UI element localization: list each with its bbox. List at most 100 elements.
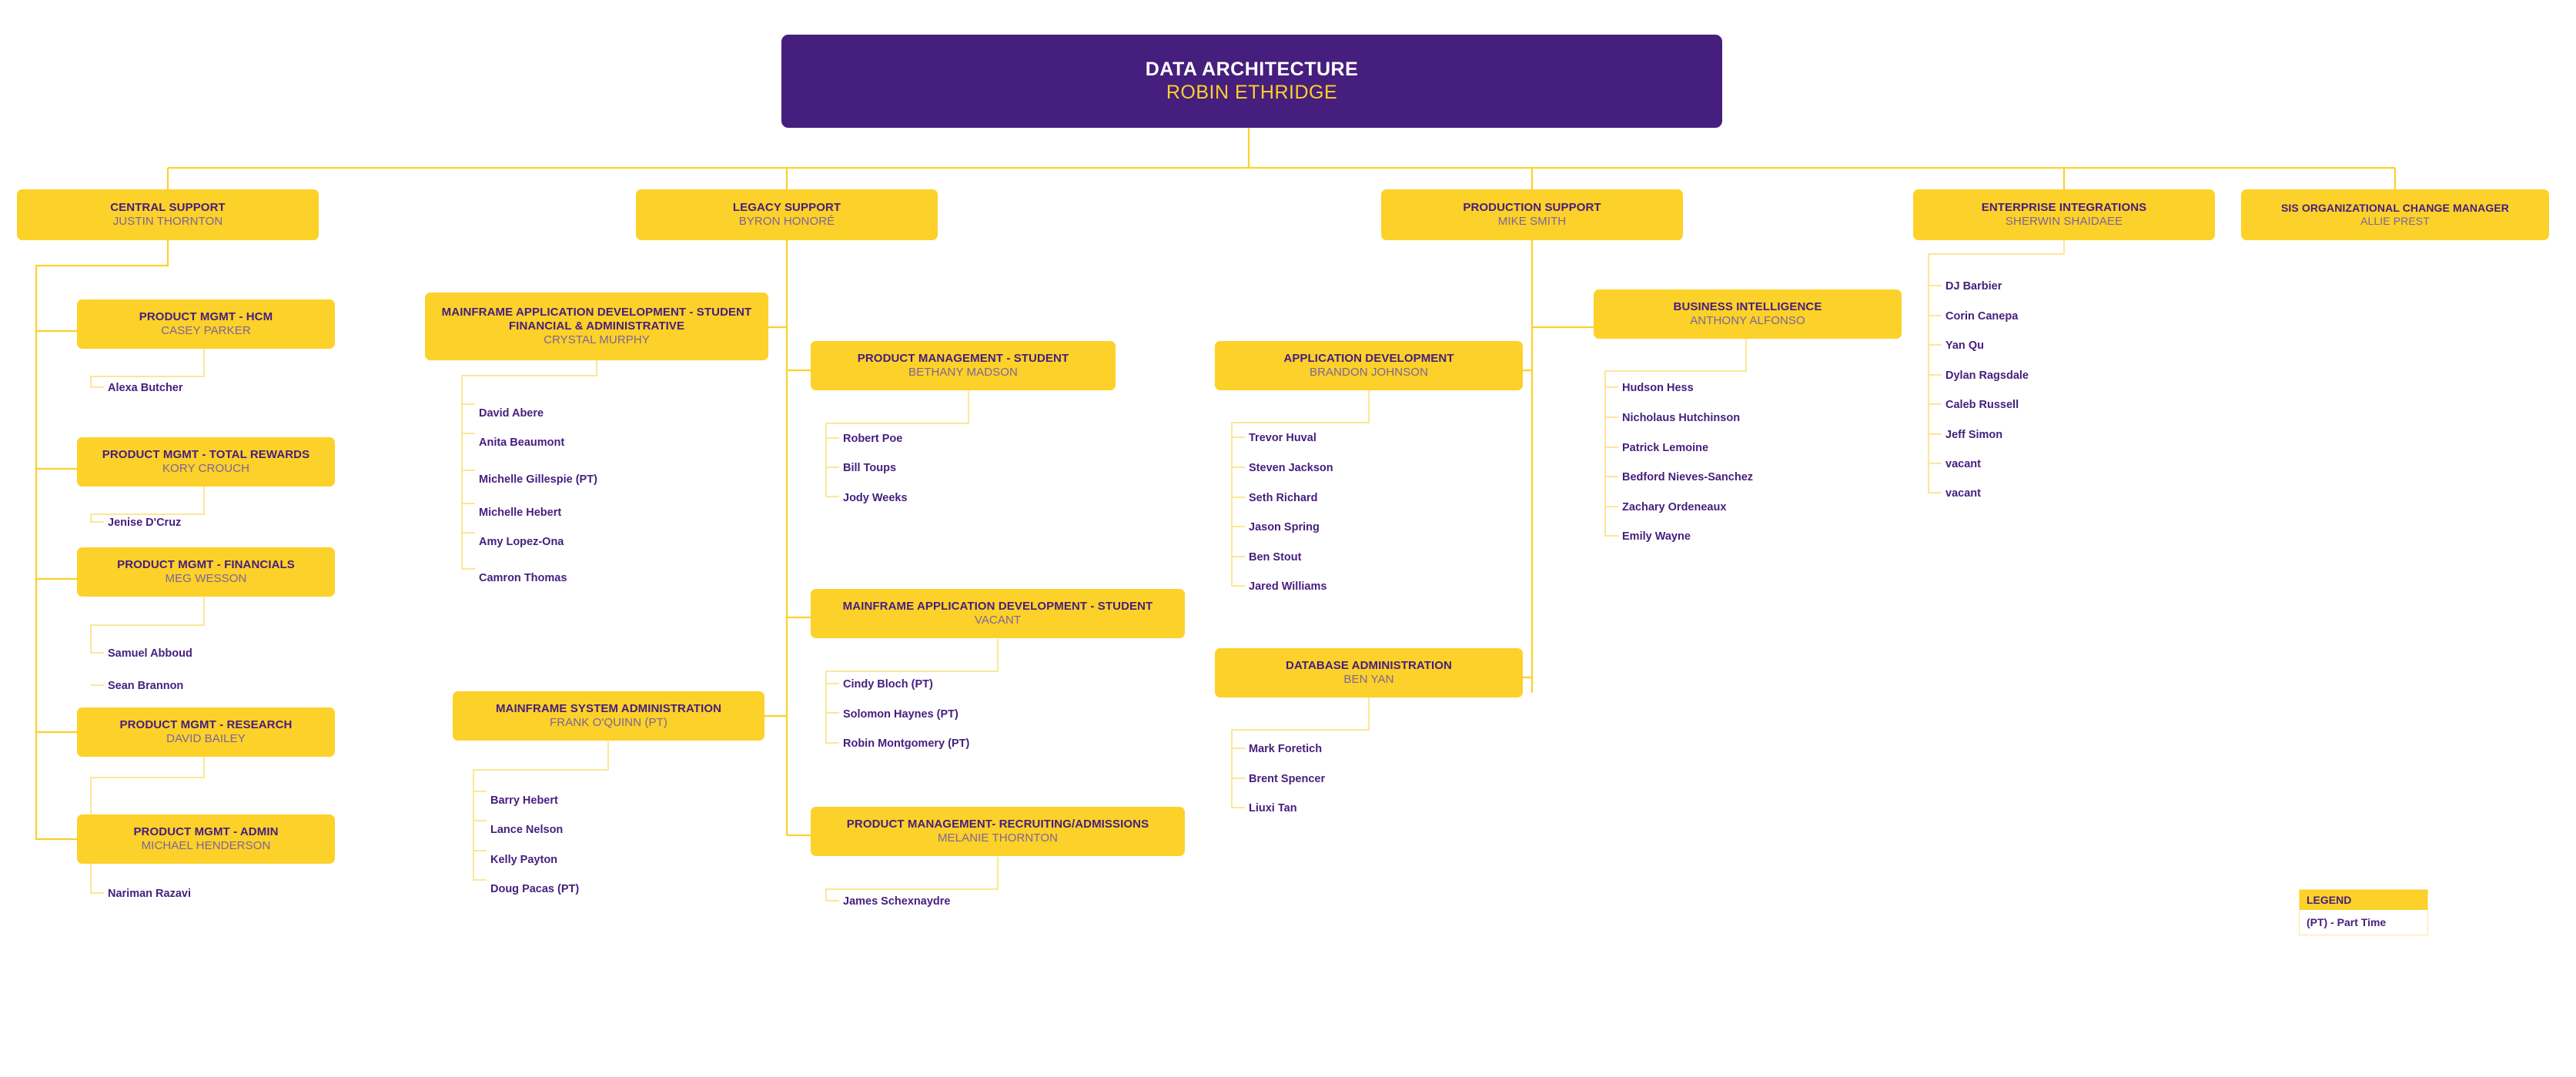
member-label: Corin Canepa xyxy=(1945,310,2019,323)
member-label: Cindy Bloch (PT) xyxy=(843,678,933,691)
node-business-intelligence[interactable]: BUSINESS INTELLIGENCE ANTHONY ALFONSO xyxy=(1594,289,1902,339)
node-enterprise-integrations[interactable]: ENTERPRISE INTEGRATIONS SHERWIN SHAIDAEE xyxy=(1913,189,2215,240)
member-label: Ben Stout xyxy=(1249,551,1302,564)
member-label: Emily Wayne xyxy=(1622,530,1691,543)
node-pm-hcm[interactable]: PRODUCT MGMT - HCM CASEY PARKER xyxy=(77,299,335,349)
node-sis-organizational-change-manager[interactable]: SIS ORGANIZATIONAL CHANGE MANAGER ALLIE … xyxy=(2241,189,2549,240)
node-leader-name: MEG WESSON xyxy=(165,572,247,585)
legend-entry-part-time: (PT) - Part Time xyxy=(2307,916,2387,928)
node-leader-name: MELANIE THORNTON xyxy=(937,831,1059,845)
member-label: Samuel Abboud xyxy=(108,647,192,660)
member-label: Bill Toups xyxy=(843,462,897,474)
member-label: Kelly Payton xyxy=(490,854,558,866)
member-label: Amy Lopez-Ona xyxy=(479,536,564,548)
member-label: Caleb Russell xyxy=(1945,399,2019,411)
member-label: Robin Montgomery (PT) xyxy=(843,738,970,750)
node-title: PRODUCT MGMT - TOTAL REWARDS xyxy=(102,447,310,461)
node-title: DATA ARCHITECTURE xyxy=(1145,59,1359,80)
node-pm-total-rewards[interactable]: PRODUCT MGMT - TOTAL REWARDS KORY CROUCH xyxy=(77,437,335,487)
node-product-management-recruiting[interactable]: PRODUCT MANAGEMENT- RECRUITING/ADMISSION… xyxy=(811,807,1185,856)
member-label: vacant xyxy=(1945,487,1981,500)
member-label: Brent Spencer xyxy=(1249,773,1326,785)
node-mainframe-app-dev-student[interactable]: MAINFRAME APPLICATION DEVELOPMENT - STUD… xyxy=(811,589,1185,638)
node-pm-admin[interactable]: PRODUCT MGMT - ADMIN MICHAEL HENDERSON xyxy=(77,814,335,864)
member-label: Bedford Nieves-Sanchez xyxy=(1622,471,1754,483)
node-leader-name: BETHANY MADSON xyxy=(908,366,1018,379)
node-central-support[interactable]: CENTRAL SUPPORT JUSTIN THORNTON xyxy=(17,189,319,240)
node-data-architecture[interactable]: DATA ARCHITECTURE ROBIN ETHRIDGE xyxy=(781,35,1722,128)
member-label: DJ Barbier xyxy=(1945,280,2002,293)
member-label: Doug Pacas (PT) xyxy=(490,883,580,895)
member-label: Solomon Haynes (PT) xyxy=(843,708,958,721)
legend: LEGEND (PT) - Part Time xyxy=(2299,889,2428,935)
node-leader-name: KORY CROUCH xyxy=(162,462,250,475)
node-database-administration[interactable]: DATABASE ADMINISTRATION BEN YAN xyxy=(1215,648,1523,697)
node-leader-name: BRANDON JOHNSON xyxy=(1309,366,1428,379)
node-title: PRODUCTION SUPPORT xyxy=(1463,200,1601,214)
node-leader-name: BYRON HONORÉ xyxy=(738,215,835,228)
node-leader-name: ANTHONY ALFONSO xyxy=(1690,314,1805,327)
node-title: PRODUCT MGMT - FINANCIALS xyxy=(117,557,295,571)
node-title: APPLICATION DEVELOPMENT xyxy=(1283,351,1454,365)
node-leader-name: FRANK O'QUINN (PT) xyxy=(550,716,667,729)
node-leader-name: SHERWIN SHAIDAEE xyxy=(2005,215,2123,228)
node-title: PRODUCT MGMT - ADMIN xyxy=(133,824,279,838)
node-title: PRODUCT MGMT - HCM xyxy=(139,309,273,323)
node-leader-name: CRYSTAL MURPHY xyxy=(544,333,650,347)
node-title: PRODUCT MANAGEMENT - STUDENT xyxy=(857,351,1069,365)
node-leader-name: DAVID BAILEY xyxy=(166,732,246,745)
node-leader-name: MIKE SMITH xyxy=(1497,215,1567,228)
node-pm-research[interactable]: PRODUCT MGMT - RESEARCH DAVID BAILEY xyxy=(77,707,335,757)
node-title: SIS ORGANIZATIONAL CHANGE MANAGER xyxy=(2280,201,2509,214)
node-title: MAINFRAME SYSTEM ADMINISTRATION xyxy=(495,701,722,715)
member-label: Robert Poe xyxy=(843,433,903,445)
node-leader-name: MICHAEL HENDERSON xyxy=(141,839,271,852)
member-label: Zachary Ordeneaux xyxy=(1622,501,1727,513)
member-label: Nicholaus Hutchinson xyxy=(1622,412,1741,424)
member-label: Yan Qu xyxy=(1945,339,1984,352)
member-label: Jared Williams xyxy=(1249,580,1327,593)
node-production-support[interactable]: PRODUCTION SUPPORT MIKE SMITH xyxy=(1381,189,1683,240)
node-title: CENTRAL SUPPORT xyxy=(110,200,226,214)
member-label: Nariman Razavi xyxy=(108,888,191,900)
member-label: Jody Weeks xyxy=(843,492,908,504)
member-label: Hudson Hess xyxy=(1622,382,1694,394)
member-label: Dylan Ragsdale xyxy=(1945,370,2029,382)
member-label: Liuxi Tan xyxy=(1249,802,1297,814)
node-leader-name: VACANT xyxy=(974,614,1022,627)
member-label: Camron Thomas xyxy=(479,572,567,584)
member-label: Patrick Lemoine xyxy=(1622,442,1709,454)
node-title: BUSINESS INTELLIGENCE xyxy=(1673,299,1822,313)
member-label: Lance Nelson xyxy=(490,824,564,836)
member-label: Trevor Huval xyxy=(1249,432,1316,444)
member-label: Jenise D'Cruz xyxy=(108,517,182,529)
member-label: Alexa Butcher xyxy=(108,382,183,394)
member-label: Anita Beaumont xyxy=(479,436,565,449)
node-title: ENTERPRISE INTEGRATIONS xyxy=(1981,200,2147,214)
member-label: vacant xyxy=(1945,458,1981,470)
node-title: MAINFRAME APPLICATION DEVELOPMENT - STUD… xyxy=(842,599,1153,613)
member-label: Mark Foretich xyxy=(1249,743,1323,755)
node-leader-name: ROBIN ETHRIDGE xyxy=(1166,81,1338,103)
node-mainframe-app-dev-student-financial[interactable]: MAINFRAME APPLICATION DEVELOPMENT - STUD… xyxy=(425,293,768,360)
node-leader-name: JUSTIN THORNTON xyxy=(112,215,223,228)
member-label: Jeff Simon xyxy=(1945,429,2003,441)
node-pm-financials[interactable]: PRODUCT MGMT - FINANCIALS MEG WESSON xyxy=(77,547,335,597)
member-label: Sean Brannon xyxy=(108,680,184,692)
member-label: Seth Richard xyxy=(1249,492,1318,504)
member-label: Steven Jackson xyxy=(1249,462,1333,474)
node-product-management-student[interactable]: PRODUCT MANAGEMENT - STUDENT BETHANY MAD… xyxy=(811,341,1116,390)
member-label: Barry Hebert xyxy=(490,794,558,807)
node-leader-name: ALLIE PREST xyxy=(2360,215,2430,227)
node-leader-name: BEN YAN xyxy=(1343,673,1394,686)
node-title: MAINFRAME APPLICATION DEVELOPMENT - STUD… xyxy=(441,305,752,333)
node-title: PRODUCT MANAGEMENT- RECRUITING/ADMISSION… xyxy=(846,817,1149,831)
member-label: David Abere xyxy=(479,407,544,420)
node-mainframe-system-administration[interactable]: MAINFRAME SYSTEM ADMINISTRATION FRANK O'… xyxy=(453,691,764,741)
member-label: Michelle Hebert xyxy=(479,507,562,519)
node-application-development[interactable]: APPLICATION DEVELOPMENT BRANDON JOHNSON xyxy=(1215,341,1523,390)
member-label: Michelle Gillespie (PT) xyxy=(479,473,597,486)
node-leader-name: CASEY PARKER xyxy=(161,324,251,337)
node-legacy-support[interactable]: LEGACY SUPPORT BYRON HONORÉ xyxy=(636,189,938,240)
